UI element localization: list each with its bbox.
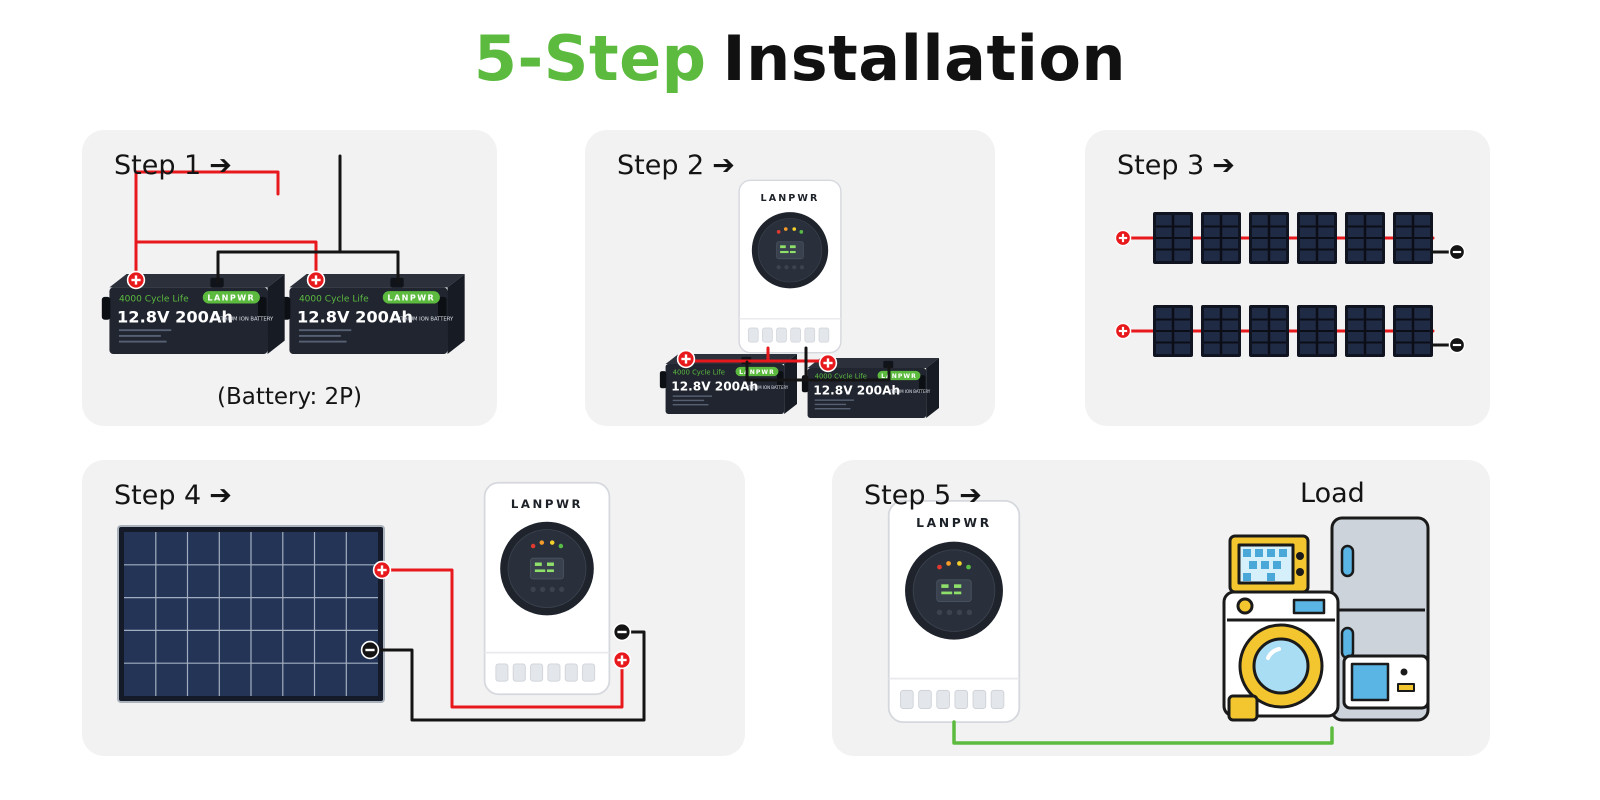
black-wire [745,346,808,382]
red-jumper-wire [134,240,318,284]
solar-panel [1345,212,1385,264]
small-appliance-box [1227,694,1259,722]
step-1-card: Step 1➔ (Battery: 2P) [82,130,497,426]
plus-terminal [818,353,838,373]
green-ac-wire [952,720,1334,745]
solar-panel [1393,305,1433,357]
step-1-caption: (Battery: 2P) [217,384,362,410]
arrow-right-icon: ➔ [1212,150,1235,181]
solar-panel [1201,212,1241,264]
load-appliances [1222,516,1430,722]
plus-terminal [126,270,146,290]
step-3-illustration [1114,212,1466,357]
black-jumper-wire [216,250,400,284]
step-4-card: Step 4➔ [82,460,745,756]
inverter [483,481,611,696]
plus-terminal [1114,229,1132,247]
step-5-card: Step 5➔ Load [832,460,1490,756]
load-label: Load [1300,478,1365,509]
arrow-right-icon: ➔ [959,480,982,511]
step-2-label: Step 2➔ [617,150,735,181]
solar-panel [1153,305,1193,357]
red-wire [134,170,280,284]
large-solar-panel [117,525,385,703]
minus-terminal [1448,243,1466,261]
arrow-right-icon: ➔ [209,150,232,181]
step-2-illustration [659,179,939,418]
plus-terminal [612,650,632,670]
solar-panel [1249,212,1289,264]
plus-terminal [372,560,392,580]
minus-terminal [1448,336,1466,354]
microwave [1342,654,1430,710]
tv [1228,534,1310,594]
minus-terminal [612,622,632,642]
solar-panel [1249,305,1289,357]
plus-terminal [306,270,326,290]
solar-panel [1201,305,1241,357]
red-pv-wire [376,568,624,709]
title-rest: Installation [722,22,1127,95]
plus-terminal [676,349,696,369]
minus-terminal [360,640,380,660]
black-wire [804,364,891,382]
step-1-illustration [101,154,465,354]
plus-terminal [1114,322,1132,340]
step-5-label: Step 5➔ [864,480,982,511]
arrow-right-icon: ➔ [712,150,735,181]
washing-machine [1222,590,1340,718]
black-pv-wire [376,630,646,722]
inverter [887,499,1021,724]
step-4-illustration [117,481,646,722]
step-4-label: Step 4➔ [114,480,232,511]
solar-panel [1153,212,1193,264]
step-1-label: Step 1➔ [114,150,232,181]
step-5-illustration [887,499,1430,745]
arrow-right-icon: ➔ [209,480,232,511]
inverter [738,179,842,354]
solar-panel [1297,305,1337,357]
solar-panel [1393,212,1433,264]
step-3-label: Step 3➔ [1117,150,1235,181]
step-3-card: Step 3➔ [1085,130,1490,426]
title-highlight: 5-Step [473,22,707,95]
solar-panel [1345,305,1385,357]
solar-panel [1297,212,1337,264]
step-2-card: Step 2➔ [585,130,995,426]
